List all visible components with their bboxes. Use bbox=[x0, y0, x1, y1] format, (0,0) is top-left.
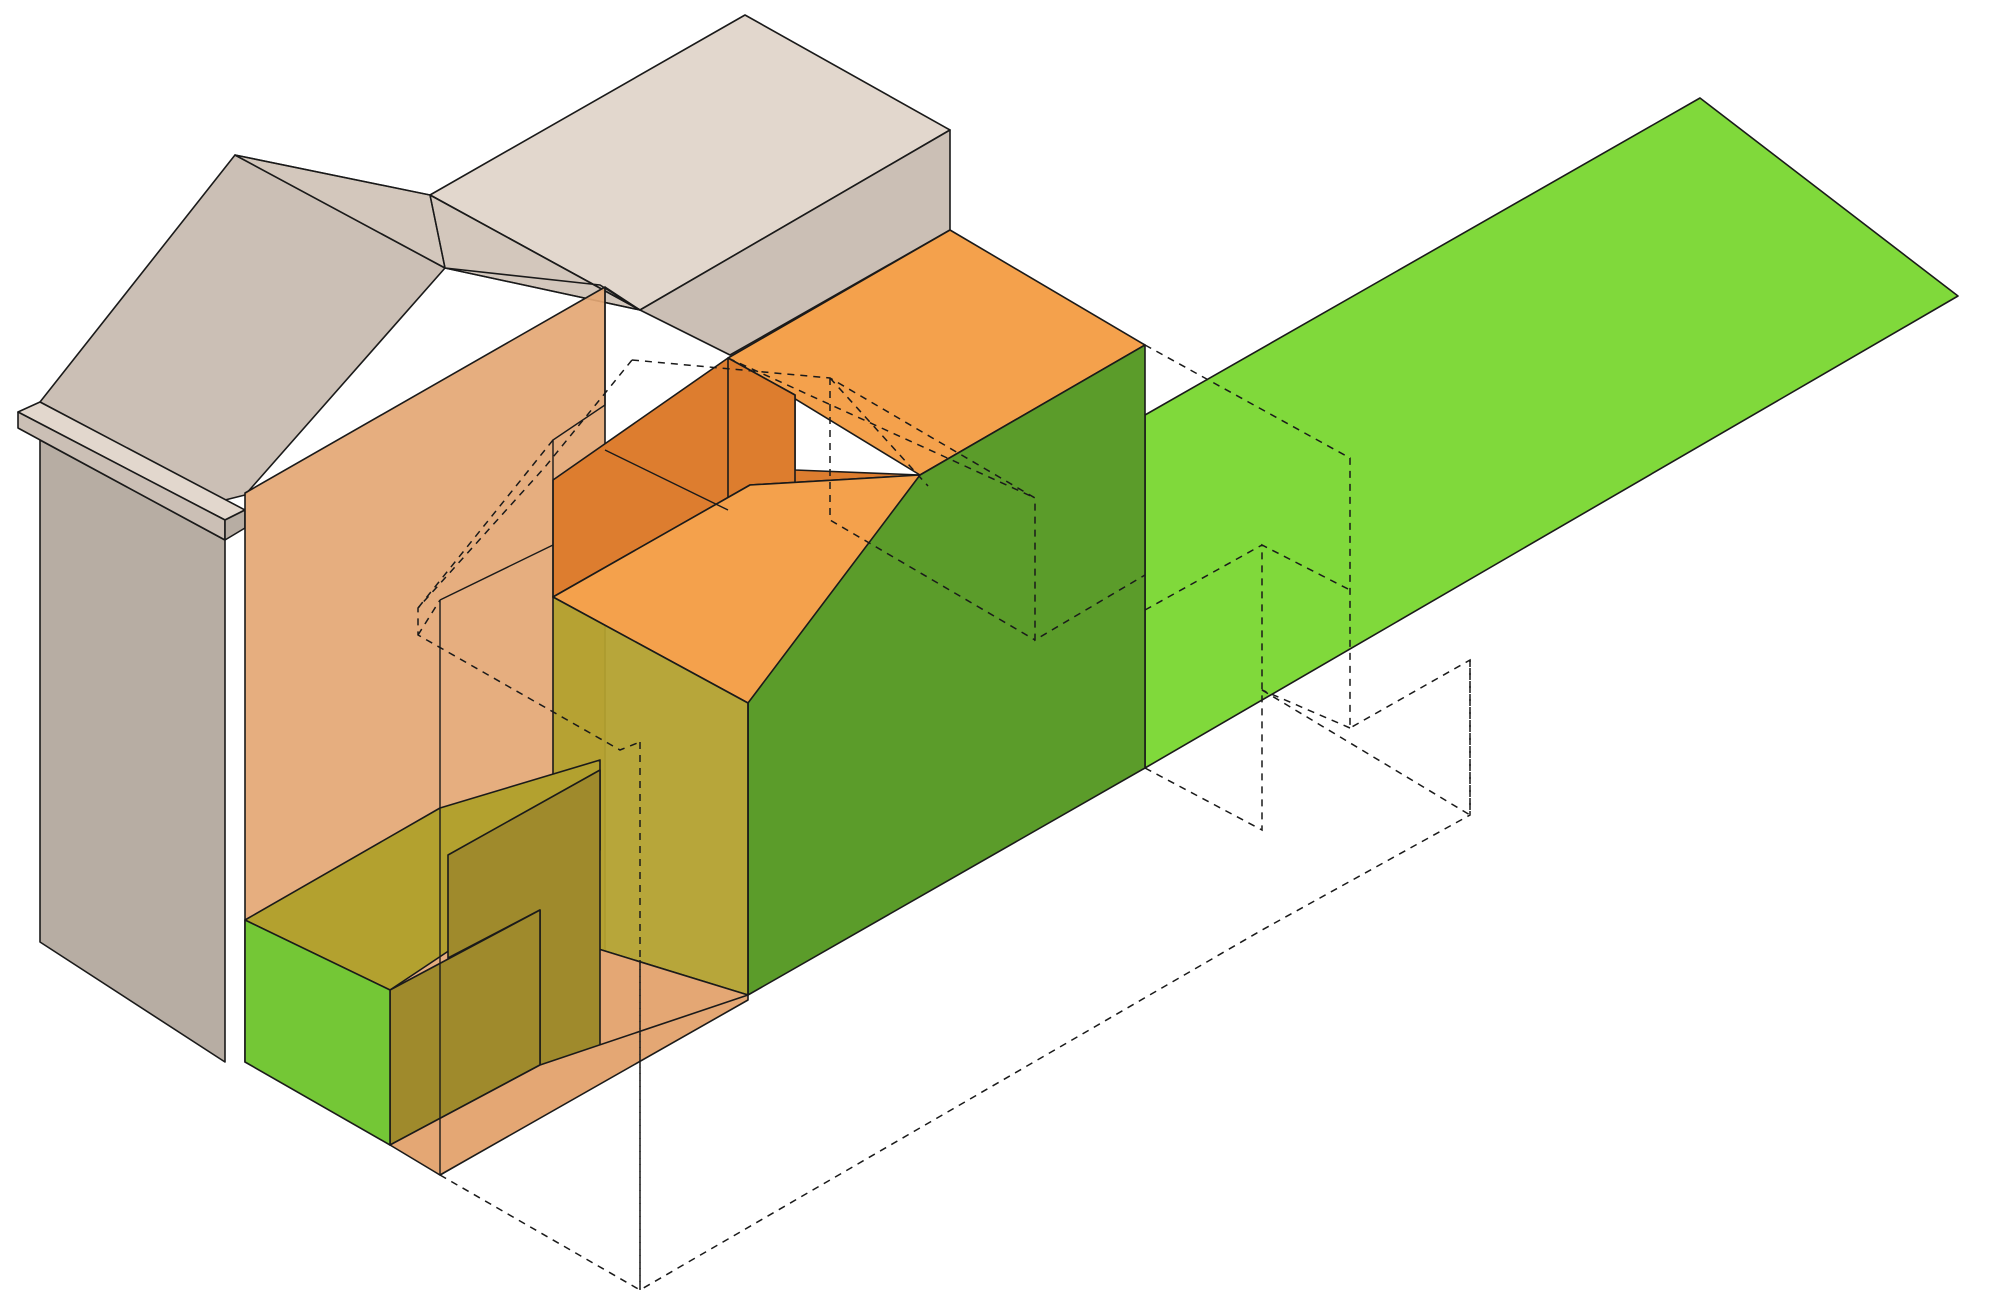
permitted-envelope-dashed bbox=[417, 344, 1471, 1292]
extension-frame-line bbox=[552, 287, 606, 597]
existing-roof-eave-line bbox=[429, 194, 641, 311]
extension-frame-line bbox=[604, 449, 729, 511]
garden-strip bbox=[1144, 97, 1959, 769]
ground-front-strip bbox=[389, 994, 749, 1176]
existing-house-front-wall bbox=[39, 439, 226, 1063]
extension-frame-line bbox=[439, 544, 554, 601]
roof-ghost-line bbox=[604, 286, 641, 311]
